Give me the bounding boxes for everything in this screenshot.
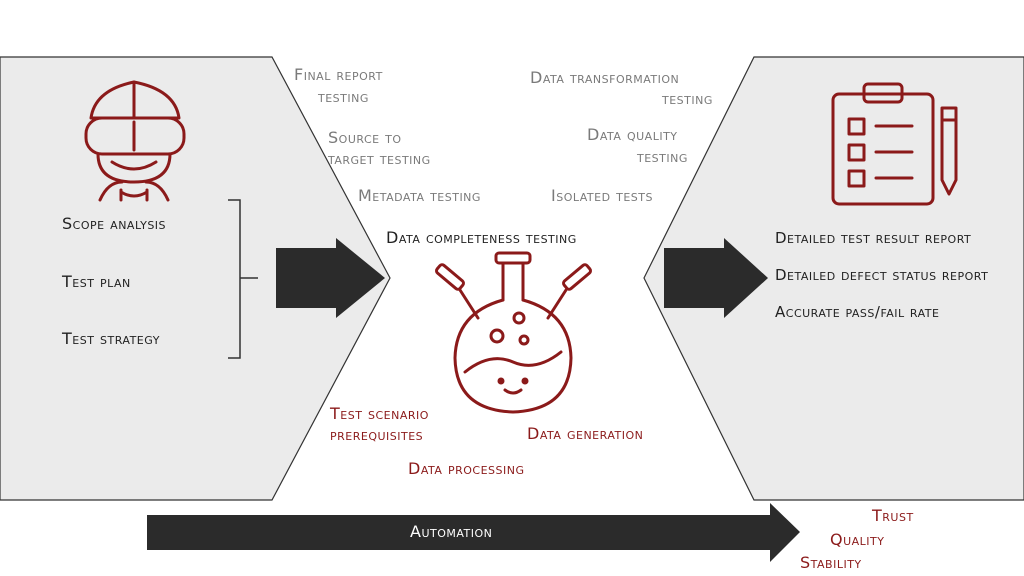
data-processing-label: Data processing bbox=[408, 459, 525, 478]
test-result-report-label: Detailed test result report bbox=[775, 229, 972, 247]
left-panel-shape bbox=[0, 56, 391, 501]
source-to-target-testing-line2: target testing bbox=[328, 149, 431, 168]
clipboard-checklist-icon bbox=[831, 82, 958, 206]
source-to-target-testing-line1: Source to bbox=[328, 128, 402, 147]
data-quality-testing-line2: testing bbox=[637, 147, 688, 166]
test-scenario-line1: Test scenario bbox=[330, 404, 429, 423]
test-strategy-label: Test strategy bbox=[62, 329, 160, 348]
final-report-testing-line1: Final report bbox=[294, 65, 383, 84]
automation-label: Automation bbox=[410, 522, 493, 541]
chemistry-flask-icon bbox=[435, 251, 592, 414]
metadata-testing-label: Metadata testing bbox=[358, 186, 481, 205]
scope-bracket bbox=[228, 199, 258, 359]
test-plan-label: Test plan bbox=[62, 272, 131, 291]
quality-label: Quality bbox=[830, 530, 885, 549]
final-report-testing-line2: testing bbox=[318, 87, 369, 106]
trust-label: Trust bbox=[872, 506, 914, 525]
tester-with-goggles-icon bbox=[84, 80, 186, 202]
data-quality-testing-line1: Data quality bbox=[587, 125, 678, 144]
right-panel-shape bbox=[643, 56, 1024, 501]
data-transformation-testing-line2: testing bbox=[662, 89, 713, 108]
stability-label: Stability bbox=[800, 553, 862, 572]
test-scenario-line2: prerequisites bbox=[330, 425, 424, 444]
data-transformation-testing-line1: Data transformation bbox=[530, 68, 680, 87]
left-flow-arrow bbox=[276, 238, 385, 318]
data-generation-label: Data generation bbox=[527, 424, 644, 443]
scope-analysis-label: Scope analysis bbox=[62, 214, 167, 233]
automation-arrow bbox=[147, 503, 800, 562]
pass-fail-rate-label: Accurate pass/fail rate bbox=[775, 303, 940, 321]
defect-status-report-label: Detailed defect status report bbox=[775, 266, 989, 284]
right-flow-arrow bbox=[664, 238, 768, 318]
data-completeness-testing-label: Data completeness testing bbox=[386, 228, 577, 247]
isolated-tests-label: Isolated tests bbox=[551, 186, 653, 205]
